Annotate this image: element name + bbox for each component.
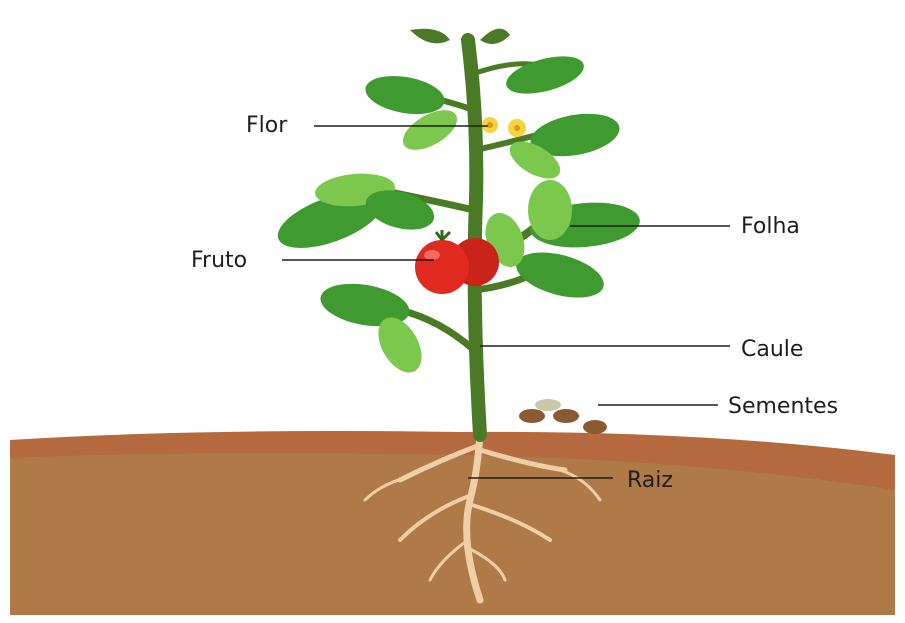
label-fruto: Fruto — [191, 250, 247, 272]
label-raiz: Raiz — [627, 470, 673, 492]
label-flor: Flor — [246, 115, 287, 137]
seeds — [519, 399, 607, 434]
label-sementes: Sementes — [728, 396, 838, 418]
flowers — [482, 117, 526, 137]
label-folha: Folha — [741, 216, 800, 238]
subsoil-layer — [10, 453, 895, 615]
label-caule: Caule — [741, 339, 803, 361]
